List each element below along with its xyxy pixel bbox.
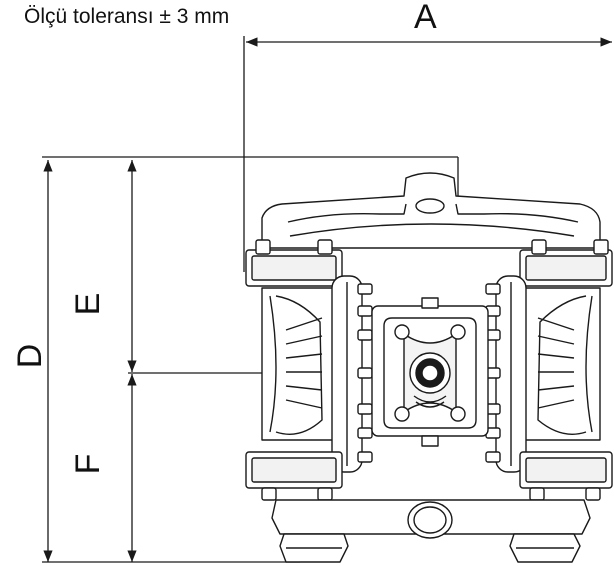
right-chamber	[523, 287, 601, 441]
pump-body	[245, 172, 613, 563]
dimension-label-a: A	[414, 0, 437, 36]
tolerance-note: Ölçü toleransı ± 3 mm	[24, 5, 230, 28]
left-ring-bolts	[357, 283, 373, 463]
